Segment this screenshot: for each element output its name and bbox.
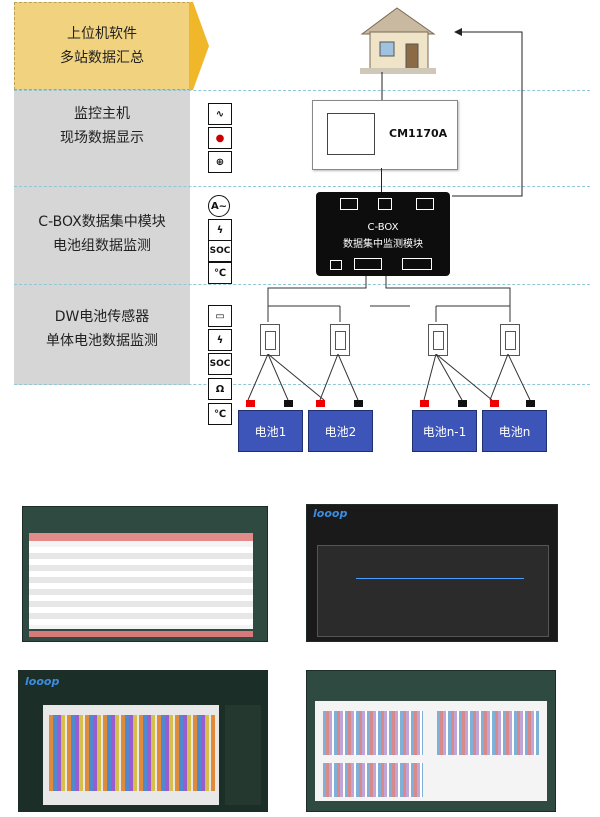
bar-side-panel xyxy=(225,705,261,805)
house-icon xyxy=(360,7,436,74)
dw-sensor-1 xyxy=(260,324,280,356)
cbox-port-4 xyxy=(330,260,342,270)
bar-chart-bars xyxy=(49,715,215,791)
separator-4 xyxy=(14,384,590,385)
waveform-icon: ∿ xyxy=(208,103,232,125)
battery-n: 电池n xyxy=(482,410,547,452)
separator-3 xyxy=(14,284,590,285)
dw-sensor-4 xyxy=(500,324,520,356)
logo-text-2: looop xyxy=(25,675,60,688)
mini-chart-1 xyxy=(323,711,423,755)
battery-n-1-neg xyxy=(458,400,467,407)
battery-n-1: 电池n-1 xyxy=(412,410,477,452)
bar-chart-area xyxy=(43,705,219,805)
mini-chart-3 xyxy=(323,763,423,797)
line-chart-area xyxy=(317,545,549,637)
monitor-model: CM1170A xyxy=(389,127,448,140)
table-header xyxy=(29,533,253,541)
cbox-port-1 xyxy=(340,198,358,210)
table-stripes xyxy=(29,547,253,625)
soc-icon: SOC xyxy=(208,240,232,262)
cbox-port-6 xyxy=(402,258,432,270)
monitor-screen xyxy=(327,113,375,155)
logo-text-1: looop xyxy=(313,507,348,520)
temperature-icon-2: ℃ xyxy=(208,403,232,425)
cbox-title: C-BOX xyxy=(367,222,399,233)
battery-2-neg xyxy=(354,400,363,407)
lightning-icon-2: ϟ xyxy=(208,329,232,351)
layer-label-software: 上位机软件多站数据汇总 xyxy=(60,26,144,66)
software-screenshot-table xyxy=(22,506,268,642)
ohm-icon: Ω xyxy=(208,378,232,400)
battery-n-neg xyxy=(526,400,535,407)
battery-2-pos xyxy=(316,400,325,407)
cbox-port-3 xyxy=(416,198,434,210)
software-screenshot-line: looop xyxy=(306,504,558,642)
soc-icon-2: SOC xyxy=(208,353,232,375)
ammeter-icon: A~ xyxy=(208,195,230,217)
battery-n-pos xyxy=(490,400,499,407)
mini-chart-2 xyxy=(437,711,539,755)
software-screenshot-bars: looop xyxy=(18,670,268,812)
table-footer xyxy=(29,631,253,637)
temperature-icon: ℃ xyxy=(208,262,232,284)
line-chart-trace xyxy=(356,578,524,579)
cbox-port-5 xyxy=(354,258,382,270)
layer-top-highlight xyxy=(14,2,190,90)
sensor-bus xyxy=(267,276,511,322)
layer-label-sensor: DW电池传感器单体电池数据监测 xyxy=(46,309,158,349)
dw-sensor-2 xyxy=(330,324,350,356)
alarm-light-icon: ● xyxy=(208,127,232,149)
thermometer-icon: ⊕ xyxy=(208,151,232,173)
cbox-module: C-BOX 数据集中监测模块 xyxy=(316,192,450,276)
separator-2 xyxy=(14,186,590,187)
battery-icon: ▭ xyxy=(208,305,232,327)
uplink-line xyxy=(381,28,523,197)
layer-label-monitor: 监控主机现场数据显示 xyxy=(60,106,144,146)
separator-1 xyxy=(14,90,590,91)
battery-1-neg xyxy=(284,400,293,407)
cbox-subtitle: 数据集中监测模块 xyxy=(343,239,423,250)
cbox-port-2 xyxy=(378,198,392,210)
layer-label-cbox: C-BOX数据集中模块电池组数据监测 xyxy=(38,214,166,254)
lightning-icon: ϟ xyxy=(208,219,232,241)
software-screenshot-multi-bars xyxy=(306,670,556,812)
sensor-wires xyxy=(247,354,531,401)
layer-arrow xyxy=(189,2,209,90)
battery-2: 电池2 xyxy=(308,410,373,452)
dw-sensor-3 xyxy=(428,324,448,356)
battery-n-1-pos xyxy=(420,400,429,407)
monitor-host: CM1170A xyxy=(312,100,458,170)
battery-1-pos xyxy=(246,400,255,407)
monitor-to-cbox-line xyxy=(381,168,382,192)
battery-1: 电池1 xyxy=(238,410,303,452)
